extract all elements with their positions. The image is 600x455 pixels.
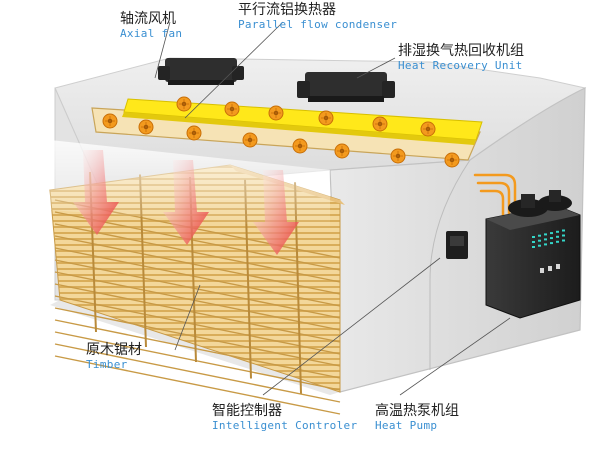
controller-label: 智能控制器 Intelligent Controler xyxy=(212,403,357,433)
airflow-arrow-icon xyxy=(253,170,299,255)
axial-fan-label-zh: 轴流风机 xyxy=(120,11,176,27)
timber-label: 原木锯材 Timber xyxy=(86,342,142,372)
axial-fan-icon xyxy=(186,125,202,141)
airflow-arrow-icon xyxy=(163,160,209,245)
axial-fan-icon xyxy=(420,121,436,137)
axial-fan-icon xyxy=(224,101,240,117)
axial-fan-icon xyxy=(242,132,258,148)
heat-pump-label: 高温热泵机组 Heat Pump xyxy=(375,403,459,433)
roof-units xyxy=(158,58,395,102)
axial-fan-icon xyxy=(318,110,334,126)
airflow-arrow-icon xyxy=(73,150,119,235)
leader-lines xyxy=(154,21,511,396)
heat-recovery-label-zh: 排湿换气热回收机组 xyxy=(398,43,524,59)
heat-pump-icon xyxy=(485,190,581,319)
timber-label-en: Timber xyxy=(86,358,128,371)
airflow-arrows xyxy=(73,150,299,255)
axial-fan-icon xyxy=(390,148,406,164)
axial-fan-icon xyxy=(102,113,118,129)
axial-fan-icon xyxy=(268,105,284,121)
heat-recovery-label: 排湿换气热回收机组 Heat Recovery Unit xyxy=(398,43,524,73)
condenser-label: 平行流铝换热器 Parallel flow condenser xyxy=(238,2,397,32)
axial-fan-icon xyxy=(372,116,388,132)
condenser-label-en: Parallel flow condenser xyxy=(238,18,398,31)
heat-recovery-label-en: Heat Recovery Unit xyxy=(398,59,523,72)
controller-label-zh: 智能控制器 xyxy=(212,403,282,419)
timber-label-zh: 原木锯材 xyxy=(86,342,142,358)
heat-recovery-unit-icon xyxy=(297,72,395,102)
axial-fans xyxy=(102,96,460,168)
heat-pump-label-zh: 高温热泵机组 xyxy=(375,403,459,419)
axial-fan-unit-icon xyxy=(158,58,244,85)
condenser-label-zh: 平行流铝换热器 xyxy=(238,2,336,18)
axial-fan-icon xyxy=(334,143,350,159)
condenser-assembly xyxy=(91,98,483,161)
controller-label-en: Intelligent Controler xyxy=(212,419,358,432)
axial-fan-label: 轴流风机 Axial fan xyxy=(120,11,182,41)
axial-fan-icon xyxy=(176,96,192,112)
axial-fan-icon xyxy=(444,152,460,168)
axial-fan-label-en: Axial fan xyxy=(120,27,183,40)
axial-fan-icon xyxy=(138,119,154,135)
controller-box-icon xyxy=(446,231,468,259)
heat-pump-label-en: Heat Pump xyxy=(375,419,438,432)
axial-fan-icon xyxy=(292,138,308,154)
refrigerant-pipes xyxy=(473,173,517,284)
